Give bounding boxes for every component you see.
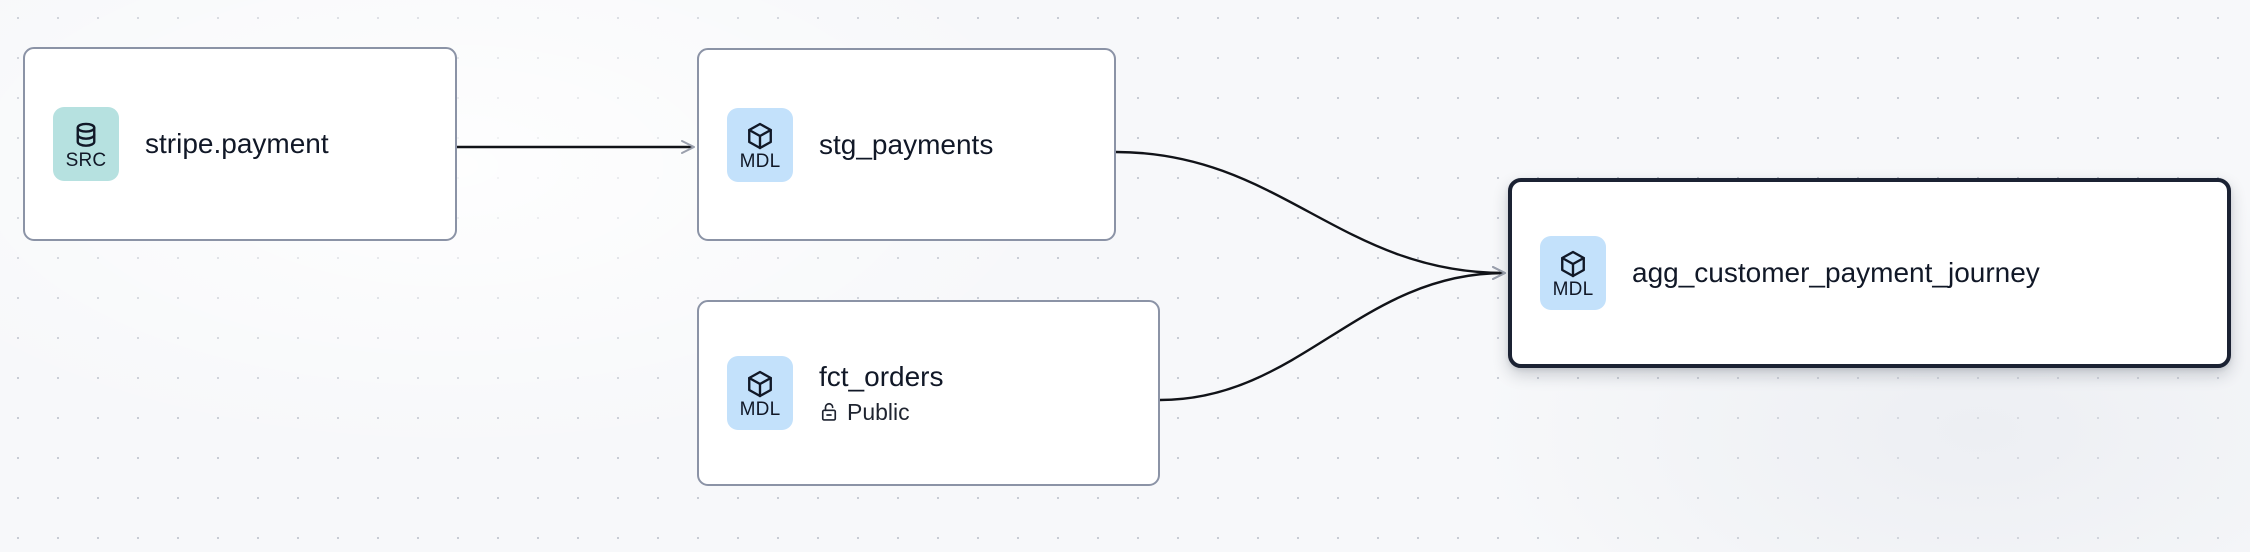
node-type-badge-mdl: MDL (1540, 236, 1606, 310)
cube-icon (745, 121, 775, 151)
graph-node-stripe-payment[interactable]: SRC stripe.payment (23, 47, 457, 241)
node-type-badge-src: SRC (53, 107, 119, 181)
graph-node-agg-customer-payment-journey[interactable]: MDL agg_customer_payment_journey (1508, 178, 2231, 368)
graph-node-stg-payments[interactable]: MDL stg_payments (697, 48, 1116, 241)
node-body: agg_customer_payment_journey (1632, 256, 2040, 290)
node-title: fct_orders (819, 361, 944, 392)
cube-icon (1558, 249, 1588, 279)
node-visibility-badge: Public (819, 398, 944, 426)
node-type-badge-mdl: MDL (727, 356, 793, 430)
node-visibility-label: Public (847, 399, 910, 425)
arrowhead-icon (1492, 266, 1506, 280)
edge-edge-fct-to-agg[interactable] (1159, 266, 1506, 402)
node-type-badge-label: MDL (1552, 279, 1594, 300)
node-body: stripe.payment (145, 127, 329, 161)
node-body: stg_payments (819, 128, 993, 162)
edge-edge-stripe-to-stg[interactable] (457, 140, 695, 154)
edge-edge-stg-to-agg[interactable] (1115, 150, 1506, 280)
node-title: stg_payments (819, 128, 994, 160)
node-title: stripe.payment (145, 128, 329, 159)
node-type-badge-mdl: MDL (727, 107, 793, 182)
node-type-badge-label: MDL (739, 399, 781, 420)
node-type-badge-label: MDL (739, 150, 781, 172)
edge-line[interactable] (1159, 271, 1505, 402)
node-type-badge-label: SRC (65, 150, 107, 171)
node-title: agg_customer_payment_journey (1632, 257, 2040, 288)
arrowhead-icon (681, 140, 695, 154)
unlock-icon (819, 401, 839, 423)
edge-line[interactable] (1115, 150, 1505, 275)
database-icon (71, 120, 101, 150)
cube-icon (745, 369, 775, 399)
